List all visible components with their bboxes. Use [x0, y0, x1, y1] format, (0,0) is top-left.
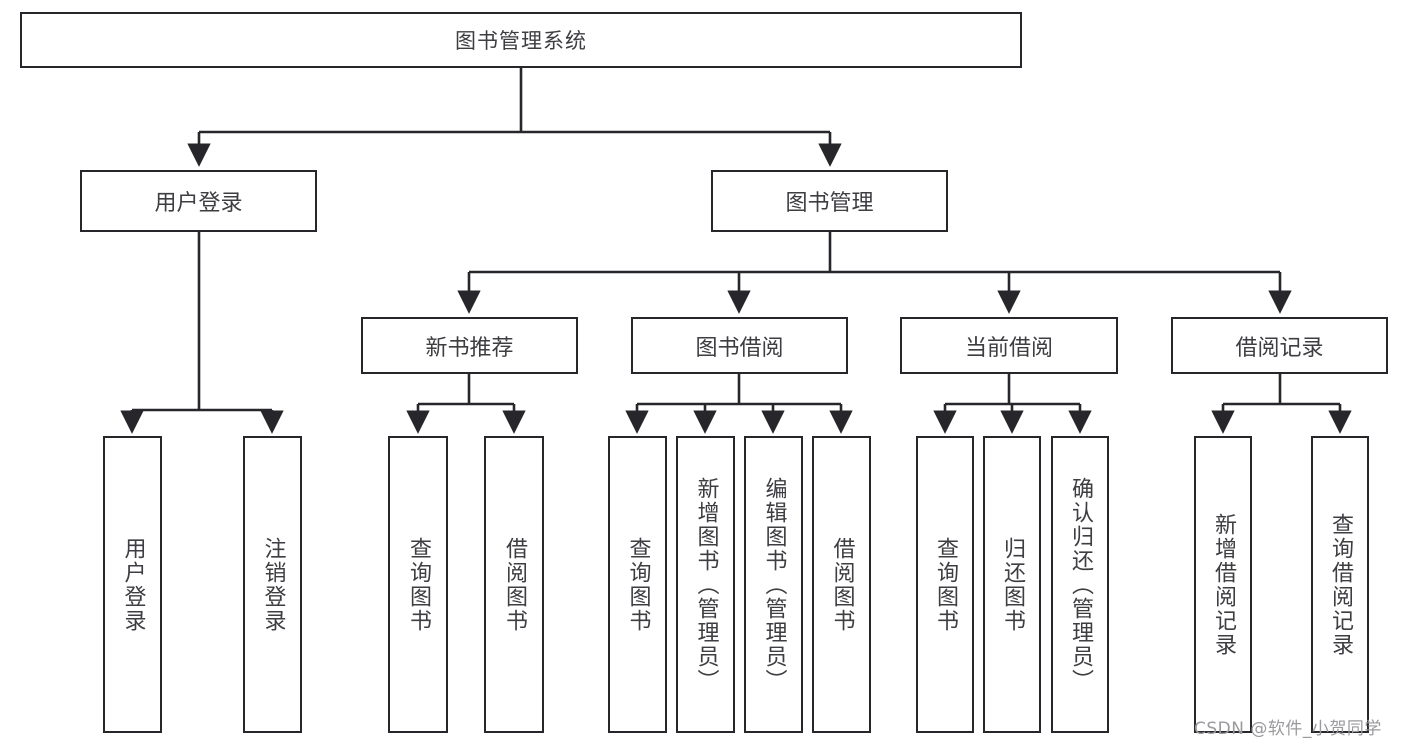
node-root-label: 图书管理系统	[455, 29, 587, 53]
node-book-borrow-label: 图书借阅	[695, 335, 784, 361]
leaf-query-book-3-label: 查询图书	[932, 536, 958, 633]
leaf-logout-login[interactable]: 注销登录	[243, 436, 302, 733]
leaf-borrow-book-1[interactable]: 借阅图书	[484, 436, 544, 733]
node-borrow-record[interactable]: 借阅记录	[1171, 317, 1388, 374]
leaf-add-book-label: 新增图书（管理员）	[693, 476, 719, 693]
leaf-borrow-book-1-label: 借阅图书	[501, 536, 527, 633]
leaf-query-record-label: 查询借阅记录	[1327, 512, 1353, 657]
leaf-return-book[interactable]: 归还图书	[983, 436, 1041, 733]
node-user-login-label: 用户登录	[154, 191, 243, 216]
node-book-borrow[interactable]: 图书借阅	[631, 317, 848, 374]
leaf-add-record[interactable]: 新增借阅记录	[1194, 436, 1252, 733]
leaf-borrow-book-2[interactable]: 借阅图书	[812, 436, 871, 733]
node-root[interactable]: 图书管理系统	[20, 12, 1022, 68]
leaf-user-login-label: 用户登录	[120, 536, 146, 633]
node-book-manage-label: 图书管理	[785, 191, 874, 216]
leaf-query-book-2[interactable]: 查询图书	[608, 436, 667, 733]
watermark: CSDN @软件_小贺同学	[1194, 719, 1382, 739]
leaf-query-book-3[interactable]: 查询图书	[916, 436, 974, 733]
leaf-confirm-return-label: 确认归还（管理员）	[1067, 476, 1093, 693]
leaf-logout-login-label: 注销登录	[260, 536, 286, 633]
node-borrow-record-label: 借阅记录	[1235, 335, 1324, 361]
leaf-borrow-book-2-label: 借阅图书	[829, 536, 855, 633]
node-user-login[interactable]: 用户登录	[80, 170, 317, 232]
leaf-add-book[interactable]: 新增图书（管理员）	[676, 436, 735, 733]
leaf-return-book-label: 归还图书	[999, 536, 1025, 633]
node-current-borrow[interactable]: 当前借阅	[900, 317, 1118, 374]
leaf-query-book-1-label: 查询图书	[405, 536, 431, 633]
node-book-manage[interactable]: 图书管理	[711, 170, 948, 232]
leaf-user-login[interactable]: 用户登录	[103, 436, 162, 733]
node-new-book-recommend[interactable]: 新书推荐	[361, 317, 578, 374]
leaf-add-record-label: 新增借阅记录	[1210, 512, 1236, 657]
leaf-edit-book[interactable]: 编辑图书（管理员）	[744, 436, 803, 733]
leaf-confirm-return[interactable]: 确认归还（管理员）	[1051, 436, 1109, 733]
leaf-edit-book-label: 编辑图书（管理员）	[761, 476, 787, 693]
leaf-query-record[interactable]: 查询借阅记录	[1311, 436, 1369, 733]
node-new-book-recommend-label: 新书推荐	[425, 335, 514, 361]
leaf-query-book-2-label: 查询图书	[625, 536, 651, 633]
leaf-query-book-1[interactable]: 查询图书	[388, 436, 448, 733]
node-current-borrow-label: 当前借阅	[964, 335, 1053, 361]
